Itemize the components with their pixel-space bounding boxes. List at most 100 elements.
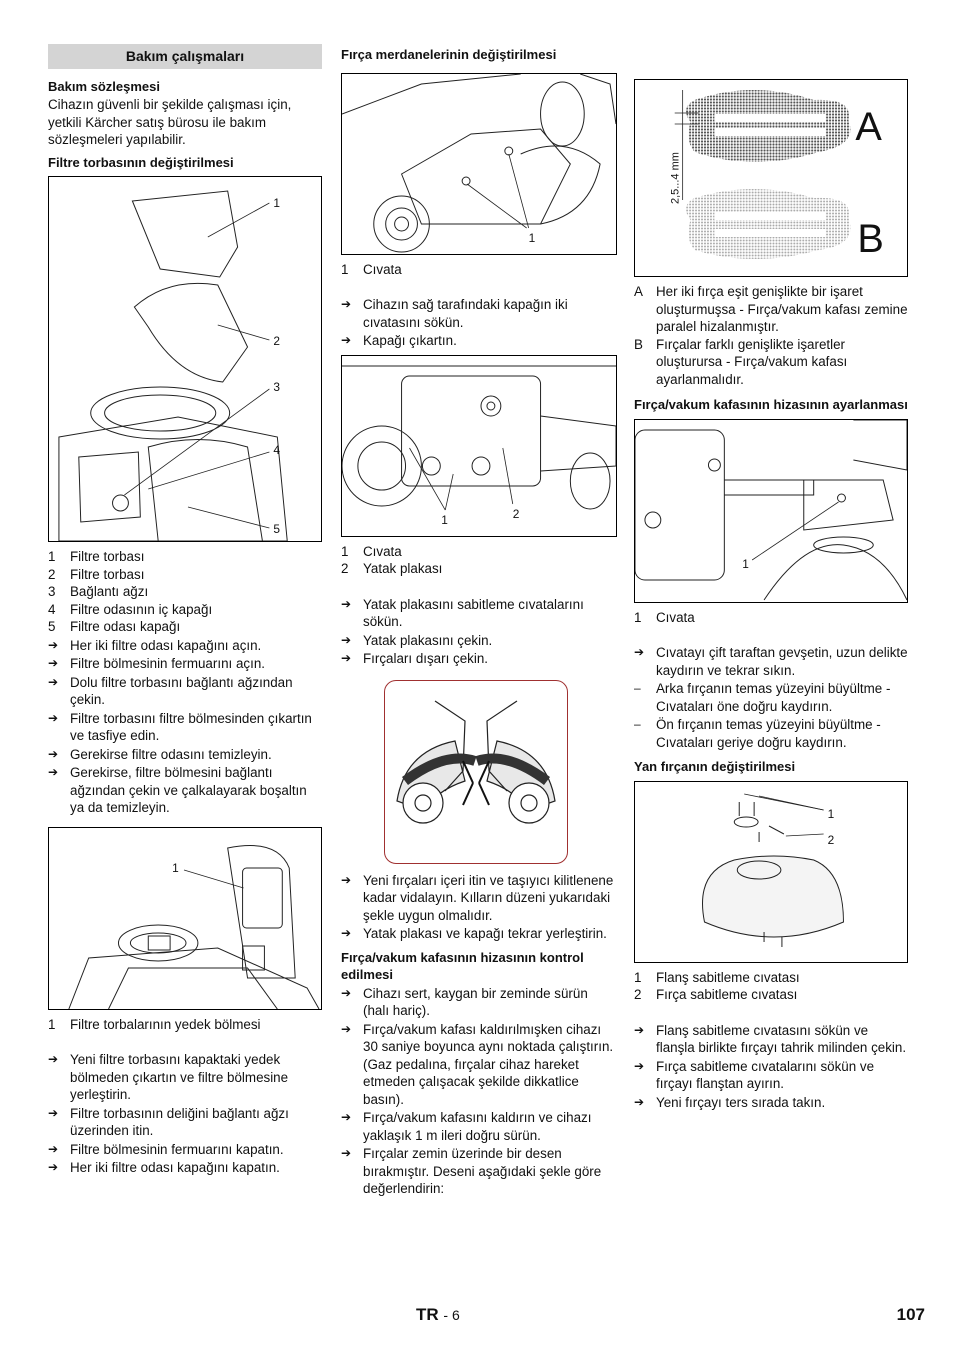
figure-filter-bag: 1 2 3 4 5 [48, 176, 322, 542]
step-item: ➔Fırçaları dışarı çekin. [341, 651, 489, 666]
step-item: ➔Cihazın sağ tarafındaki kapağın iki cıv… [341, 297, 568, 330]
step-item: ➔Fırça/vakum kafasını kaldırın ve cihazı… [341, 1110, 592, 1143]
column-2: Fırça merdanelerinin değiştirilmesi 1 [341, 44, 617, 1199]
arrow-icon: ➔ [634, 645, 645, 659]
arrow-icon: ➔ [341, 632, 352, 647]
page-number: 107 [896, 1305, 925, 1324]
steps-6: ➔Cihazı sert, kaygan bir zeminde sürün (… [341, 985, 617, 1198]
step-item: ➔Fırçalar zemin üzerinde bir desen bırak… [341, 1146, 602, 1196]
figure-brush-orientation [384, 679, 568, 864]
brush-replace-heading: Fırça merdanelerinin değiştirilmesi [341, 47, 557, 62]
arrow-icon: ➔ [341, 596, 352, 611]
step-item: ➔Yatak plakası ve kapağı tekrar yerleşti… [341, 926, 607, 941]
fig7-label-1: 1 [742, 556, 749, 570]
figure-adjust-screw: 1 [634, 418, 908, 603]
steps-8: ➔Flanş sabitleme cıvatasını sökün ve fla… [634, 1022, 908, 1112]
step-item: ➔Kapağı çıkartın. [341, 333, 457, 348]
page-footer: TR - 6 107 [0, 1306, 954, 1330]
step-item: ➔Fırça sabitleme cıvatalarını sökün ve f… [634, 1058, 875, 1092]
arrow-icon: ➔ [48, 746, 59, 761]
dash-icon: – [634, 717, 641, 731]
fig1-label-4: 4 [273, 443, 280, 457]
contract-text: Cihazın güvenli bir şekilde çalışması iç… [48, 97, 292, 147]
arrow-icon: ➔ [48, 1052, 59, 1066]
dash-icon: – [634, 681, 641, 695]
fig8-label-1: 1 [828, 806, 835, 820]
column-1: Bakım çalışmaları Bakım sözleşmesi Cihaz… [48, 44, 322, 1178]
steps-5: ➔Yeni fırçaları içeri itin ve taşıyıcı k… [341, 872, 617, 943]
arrow-icon: ➔ [341, 926, 352, 940]
step-item: ➔Cıvatayı çift taraftan gevşetin, uzun d… [634, 645, 908, 678]
figure-spare-compartment: 1 [48, 826, 322, 1010]
dash-item: –Ön fırçanın temas yüzeyini büyültme - C… [634, 717, 881, 750]
fig1-label-5: 5 [273, 522, 280, 536]
fig4-label-1: 1 [441, 512, 448, 526]
fig6-dimension: 2,5...4 mm [670, 152, 682, 204]
steps-3: ➔Cihazın sağ tarafındaki kapağın iki cıv… [341, 296, 617, 350]
arrow-icon: ➔ [48, 710, 59, 725]
arrow-icon: ➔ [48, 674, 59, 689]
step-item: ➔Her iki filtre odası kapağını kapatın. [48, 1160, 280, 1175]
fig1-label-2: 2 [273, 334, 280, 348]
section-title: Bakım çalışmaları [48, 44, 322, 69]
arrow-icon: ➔ [341, 1146, 352, 1160]
steps-1: ➔Her iki filtre odası kapağını açın. ➔Fi… [48, 637, 322, 817]
arrow-icon: ➔ [341, 872, 352, 887]
figure-brush-pattern: 2,5...4 mm A B [634, 79, 908, 277]
adjust-heading: Fırça/vakum kafasının hizasının ayarlanm… [634, 397, 908, 412]
fig2-label-1: 1 [172, 860, 179, 874]
figure-side-brush: 1 2 [634, 780, 908, 963]
steps-2: ➔Yeni filtre torbasını kapaktaki yedek b… [48, 1051, 322, 1177]
fig1-label-1: 1 [273, 196, 280, 210]
dash-item: –Arka fırçanın temas yüzeyini büyültme -… [634, 681, 891, 714]
arrow-icon: ➔ [48, 637, 59, 652]
step-item: ➔Yeni fırçayı ters sırada takın. [634, 1094, 826, 1110]
steps-4: ➔Yatak plakasını sabitleme cıvatalarını … [341, 596, 617, 668]
step-item: ➔Dolu filtre torbasını bağlantı ağzından… [48, 674, 293, 708]
step-item: ➔Filtre bölmesinin fermuarını açın. [48, 656, 265, 671]
arrow-icon: ➔ [341, 333, 352, 347]
step-item: ➔Flanş sabitleme cıvatasını sökün ve fla… [634, 1022, 907, 1056]
arrow-icon: ➔ [341, 1110, 352, 1124]
arrow-icon: ➔ [341, 1021, 352, 1036]
arrow-icon: ➔ [634, 1058, 645, 1073]
step-item: ➔Yeni filtre torbasını kapaktaki yedek b… [48, 1052, 289, 1102]
step-item: ➔Gerekirse filtre odasını temizleyin. [48, 746, 272, 762]
arrow-icon: ➔ [48, 1160, 59, 1174]
arrow-icon: ➔ [48, 1105, 59, 1120]
fig8-label-2: 2 [828, 832, 835, 846]
fig4-label-2: 2 [513, 506, 520, 520]
figure-bearing-plate: 1 2 [341, 354, 617, 537]
fig1-label-3: 3 [273, 380, 280, 394]
step-item: ➔Filtre torbasının deliğini bağlantı ağz… [48, 1105, 289, 1139]
step-item: ➔Filtre torbasını filtre bölmesinden çık… [48, 710, 312, 744]
arrow-icon: ➔ [48, 656, 59, 670]
step-item: ➔Her iki filtre odası kapağını açın. [48, 637, 262, 653]
arrow-icon: ➔ [341, 985, 352, 1000]
contract-heading: Bakım sözleşmesi [48, 78, 161, 94]
step-item: ➔Cihazı sert, kaygan bir zeminde sürün (… [341, 985, 588, 1019]
step-item: ➔Gerekirse, filtre bölmesini bağlantı ağ… [48, 765, 307, 815]
step-item: ➔Yeni fırçaları içeri itin ve taşıyıcı k… [341, 872, 614, 923]
step-item: ➔Fırça/vakum kafası kaldırılmışken cihaz… [341, 1021, 614, 1107]
step-item: ➔Yatak plakasını sabitleme cıvatalarını … [341, 596, 584, 630]
